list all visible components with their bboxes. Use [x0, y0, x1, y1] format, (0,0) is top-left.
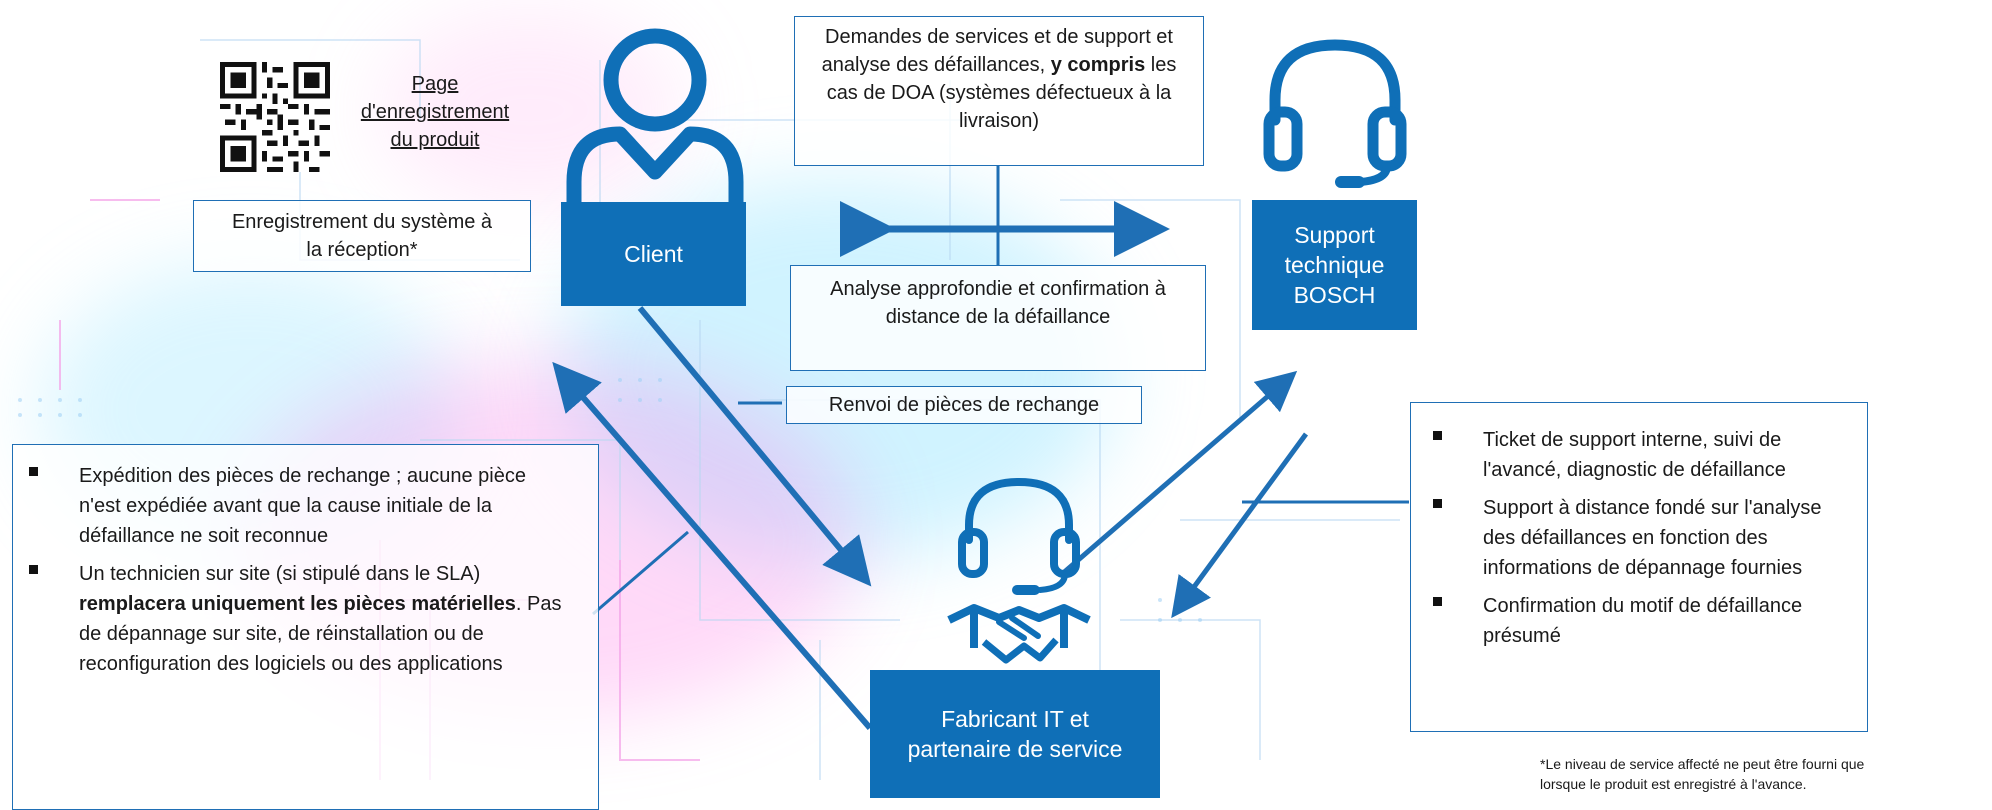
requests-text-1: Demandes de services et de support et an…: [821, 26, 1173, 76]
left-list-item-2: Un technicien sur site (si stipulé dans …: [29, 559, 568, 679]
support-manufacturer-arrow: [1171, 432, 1309, 619]
left-list-item-1: Expédition des pièces de rechange ; aucu…: [29, 461, 568, 551]
right-list-box: Ticket de support interne, suivi de l'av…: [1410, 402, 1868, 732]
registration-box: Enregistrement du système à la réception…: [193, 200, 531, 272]
bullet-square-icon: [1433, 597, 1442, 606]
left-list: Expédition des pièces de rechange ; aucu…: [29, 461, 568, 679]
right-item-2-text: Support à distance fondé sur l'analyse d…: [1483, 497, 1822, 579]
left-item-1-text: Expédition des pièces de rechange ; aucu…: [79, 465, 526, 547]
headset-handshake-icon: [947, 477, 1091, 664]
support-line-2: technique: [1284, 252, 1385, 278]
requests-text-2: les cas de DOA (systèmes défectueux à la…: [826, 54, 1177, 132]
person-icon: [566, 28, 744, 210]
parts-return-text: Renvoi de pièces de rechange: [828, 394, 1100, 416]
bullet-square-icon: [29, 467, 38, 476]
right-item-3-text: Confirmation du motif de défaillance pré…: [1483, 595, 1803, 647]
analysis-box: Analyse approfondie et confirmation à di…: [790, 265, 1206, 371]
manufacturer-client-arrow: [552, 361, 873, 730]
client-manufacturer-arrow: [637, 306, 872, 587]
left-list-connector: [592, 530, 689, 616]
manufacturer-support-arrow: [1060, 370, 1298, 576]
client-box: Client: [561, 202, 746, 306]
bullet-square-icon: [29, 565, 38, 574]
left-item-2-text-a: Un technicien sur site (si stipulé dans …: [79, 563, 481, 585]
bullet-square-icon: [1433, 431, 1442, 440]
manufacturer-box: Fabricant IT et partenaire de service: [870, 670, 1160, 798]
footnote-line-2: lorsque le produit est enregistré à l'av…: [1540, 776, 1807, 792]
left-item-2-text-b: . Pas de dépannage sur site, de réinstal…: [79, 593, 562, 675]
support-line-1: Support: [1294, 222, 1375, 248]
client-label: Client: [624, 241, 683, 267]
link-line-2: d'enregistrement: [360, 101, 510, 123]
support-box: Support technique BOSCH: [1252, 200, 1417, 330]
left-list-box: Expédition des pièces de rechange ; aucu…: [12, 444, 599, 810]
headset-icon: [1263, 39, 1407, 188]
analysis-text: Analyse approfondie et confirmation à di…: [830, 278, 1166, 328]
manufacturer-line-1: Fabricant IT et: [941, 706, 1089, 732]
bullet-square-icon: [1433, 499, 1442, 508]
registration-line-1: Enregistrement du système à: [231, 211, 493, 233]
right-list: Ticket de support interne, suivi de l'av…: [1433, 425, 1843, 651]
right-item-1-text: Ticket de support interne, suivi de l'av…: [1483, 429, 1786, 481]
registration-line-2: la réception*: [306, 239, 418, 261]
requests-text-bold: y compris: [1050, 54, 1151, 76]
link-line-3: du produit: [390, 129, 480, 151]
footnote: *Le niveau de service affecté ne peut êt…: [1540, 754, 1990, 794]
left-item-2-text-bold: remplacera uniquement les pièces matérie…: [79, 593, 516, 615]
right-list-item-3: Confirmation du motif de défaillance pré…: [1433, 591, 1843, 651]
link-line-1: Page: [411, 73, 459, 95]
footnote-line-1: *Le niveau de service affecté ne peut êt…: [1540, 756, 1865, 772]
right-list-item-2: Support à distance fondé sur l'analyse d…: [1433, 493, 1843, 583]
support-line-3: BOSCH: [1293, 282, 1376, 308]
requests-box: Demandes de services et de support et an…: [794, 16, 1204, 166]
right-list-item-1: Ticket de support interne, suivi de l'av…: [1433, 425, 1843, 485]
parts-return-box: Renvoi de pièces de rechange: [786, 386, 1142, 424]
manufacturer-line-2: partenaire de service: [907, 736, 1123, 762]
qr-code-icon[interactable]: [220, 62, 330, 172]
product-registration-link[interactable]: Page d'enregistrement du produit: [340, 70, 530, 154]
